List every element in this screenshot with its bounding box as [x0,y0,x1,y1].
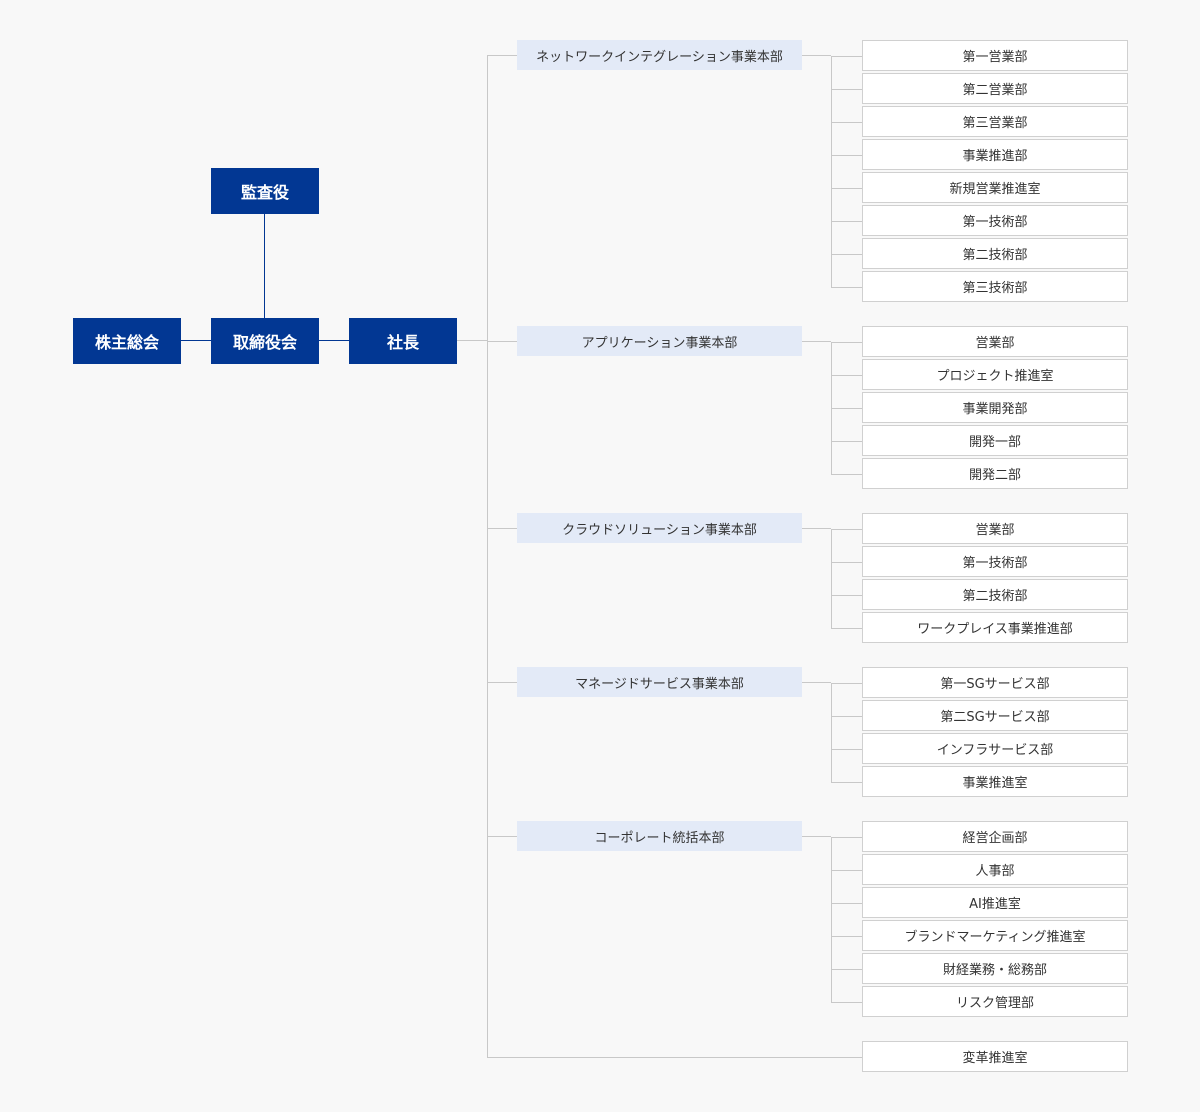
department-box: プロジェクト推進室 [862,359,1128,390]
department-box: 第二SGサービス部 [862,700,1128,731]
connector-department [831,287,862,288]
department-box: 第一営業部 [862,40,1128,71]
connector-department [831,683,862,684]
connector-spine-division [487,341,517,342]
connector-board-president [319,340,349,341]
connector-department [831,254,862,255]
department-box: リスク管理部 [862,986,1128,1017]
connector-department [831,716,862,717]
connector-subspine [831,56,832,288]
connector-department [831,122,862,123]
department-box: ブランドマーケティング推進室 [862,920,1128,951]
connector-division-subspine [802,55,831,56]
department-box: 開発一部 [862,425,1128,456]
connector-department [831,56,862,57]
department-box: 第三営業部 [862,106,1128,137]
connector-department [831,903,862,904]
connector-department [831,837,862,838]
shareholders-meeting-box: 株主総会 [73,318,181,364]
department-box: インフラサービス部 [862,733,1128,764]
department-box: 新規営業推進室 [862,172,1128,203]
connector-spine-division [487,528,517,529]
connector-shareholders-board [181,340,211,341]
connector-department [831,474,862,475]
department-box: 営業部 [862,513,1128,544]
department-box: 事業推進室 [862,766,1128,797]
connector-department [831,782,862,783]
department-box: 第二営業部 [862,73,1128,104]
connector-department [831,562,862,563]
connector-department [831,342,862,343]
connector-spine-division [487,836,517,837]
connector-department [831,375,862,376]
department-box: 第一技術部 [862,205,1128,236]
connector-department [831,188,862,189]
connector-department [831,1002,862,1003]
division-box: アプリケーション事業本部 [517,326,802,356]
connector-department [831,936,862,937]
connector-division-subspine [802,528,831,529]
connector-department [831,595,862,596]
department-box: 経営企画部 [862,821,1128,852]
connector-department [831,155,862,156]
connector-subspine [831,837,832,1003]
board-of-directors-box: 取締役会 [211,318,319,364]
department-box: AI推進室 [862,887,1128,918]
president-box: 社長 [349,318,457,364]
connector-spine-division [487,55,517,56]
connector-department [831,408,862,409]
department-box: 第二技術部 [862,579,1128,610]
department-box: 事業推進部 [862,139,1128,170]
connector-main-spine [487,55,488,1058]
connector-auditor-board [264,214,265,318]
department-box: 第三技術部 [862,271,1128,302]
connector-department [831,221,862,222]
department-box: 第一技術部 [862,546,1128,577]
connector-division-subspine [802,682,831,683]
division-box: クラウドソリューション事業本部 [517,513,802,543]
division-box: コーポレート統括本部 [517,821,802,851]
department-box: 第二技術部 [862,238,1128,269]
division-box: マネージドサービス事業本部 [517,667,802,697]
connector-department [831,749,862,750]
department-box: 営業部 [862,326,1128,357]
connector-standalone [487,1057,862,1058]
division-box: ネットワークインテグレーション事業本部 [517,40,802,70]
connector-president-spine [457,340,487,341]
connector-spine-division [487,682,517,683]
connector-department [831,628,862,629]
connector-division-subspine [802,341,831,342]
connector-subspine [831,529,832,629]
department-box: 開発二部 [862,458,1128,489]
connector-department [831,89,862,90]
connector-subspine [831,683,832,783]
department-box: 財経業務・総務部 [862,953,1128,984]
auditor-box: 監査役 [211,168,319,214]
department-box: 人事部 [862,854,1128,885]
connector-department [831,529,862,530]
connector-department [831,870,862,871]
department-box: ワークプレイス事業推進部 [862,612,1128,643]
connector-department [831,969,862,970]
department-box: 第一SGサービス部 [862,667,1128,698]
standalone-office-box: 変革推進室 [862,1041,1128,1072]
department-box: 事業開発部 [862,392,1128,423]
connector-department [831,441,862,442]
connector-division-subspine [802,836,831,837]
